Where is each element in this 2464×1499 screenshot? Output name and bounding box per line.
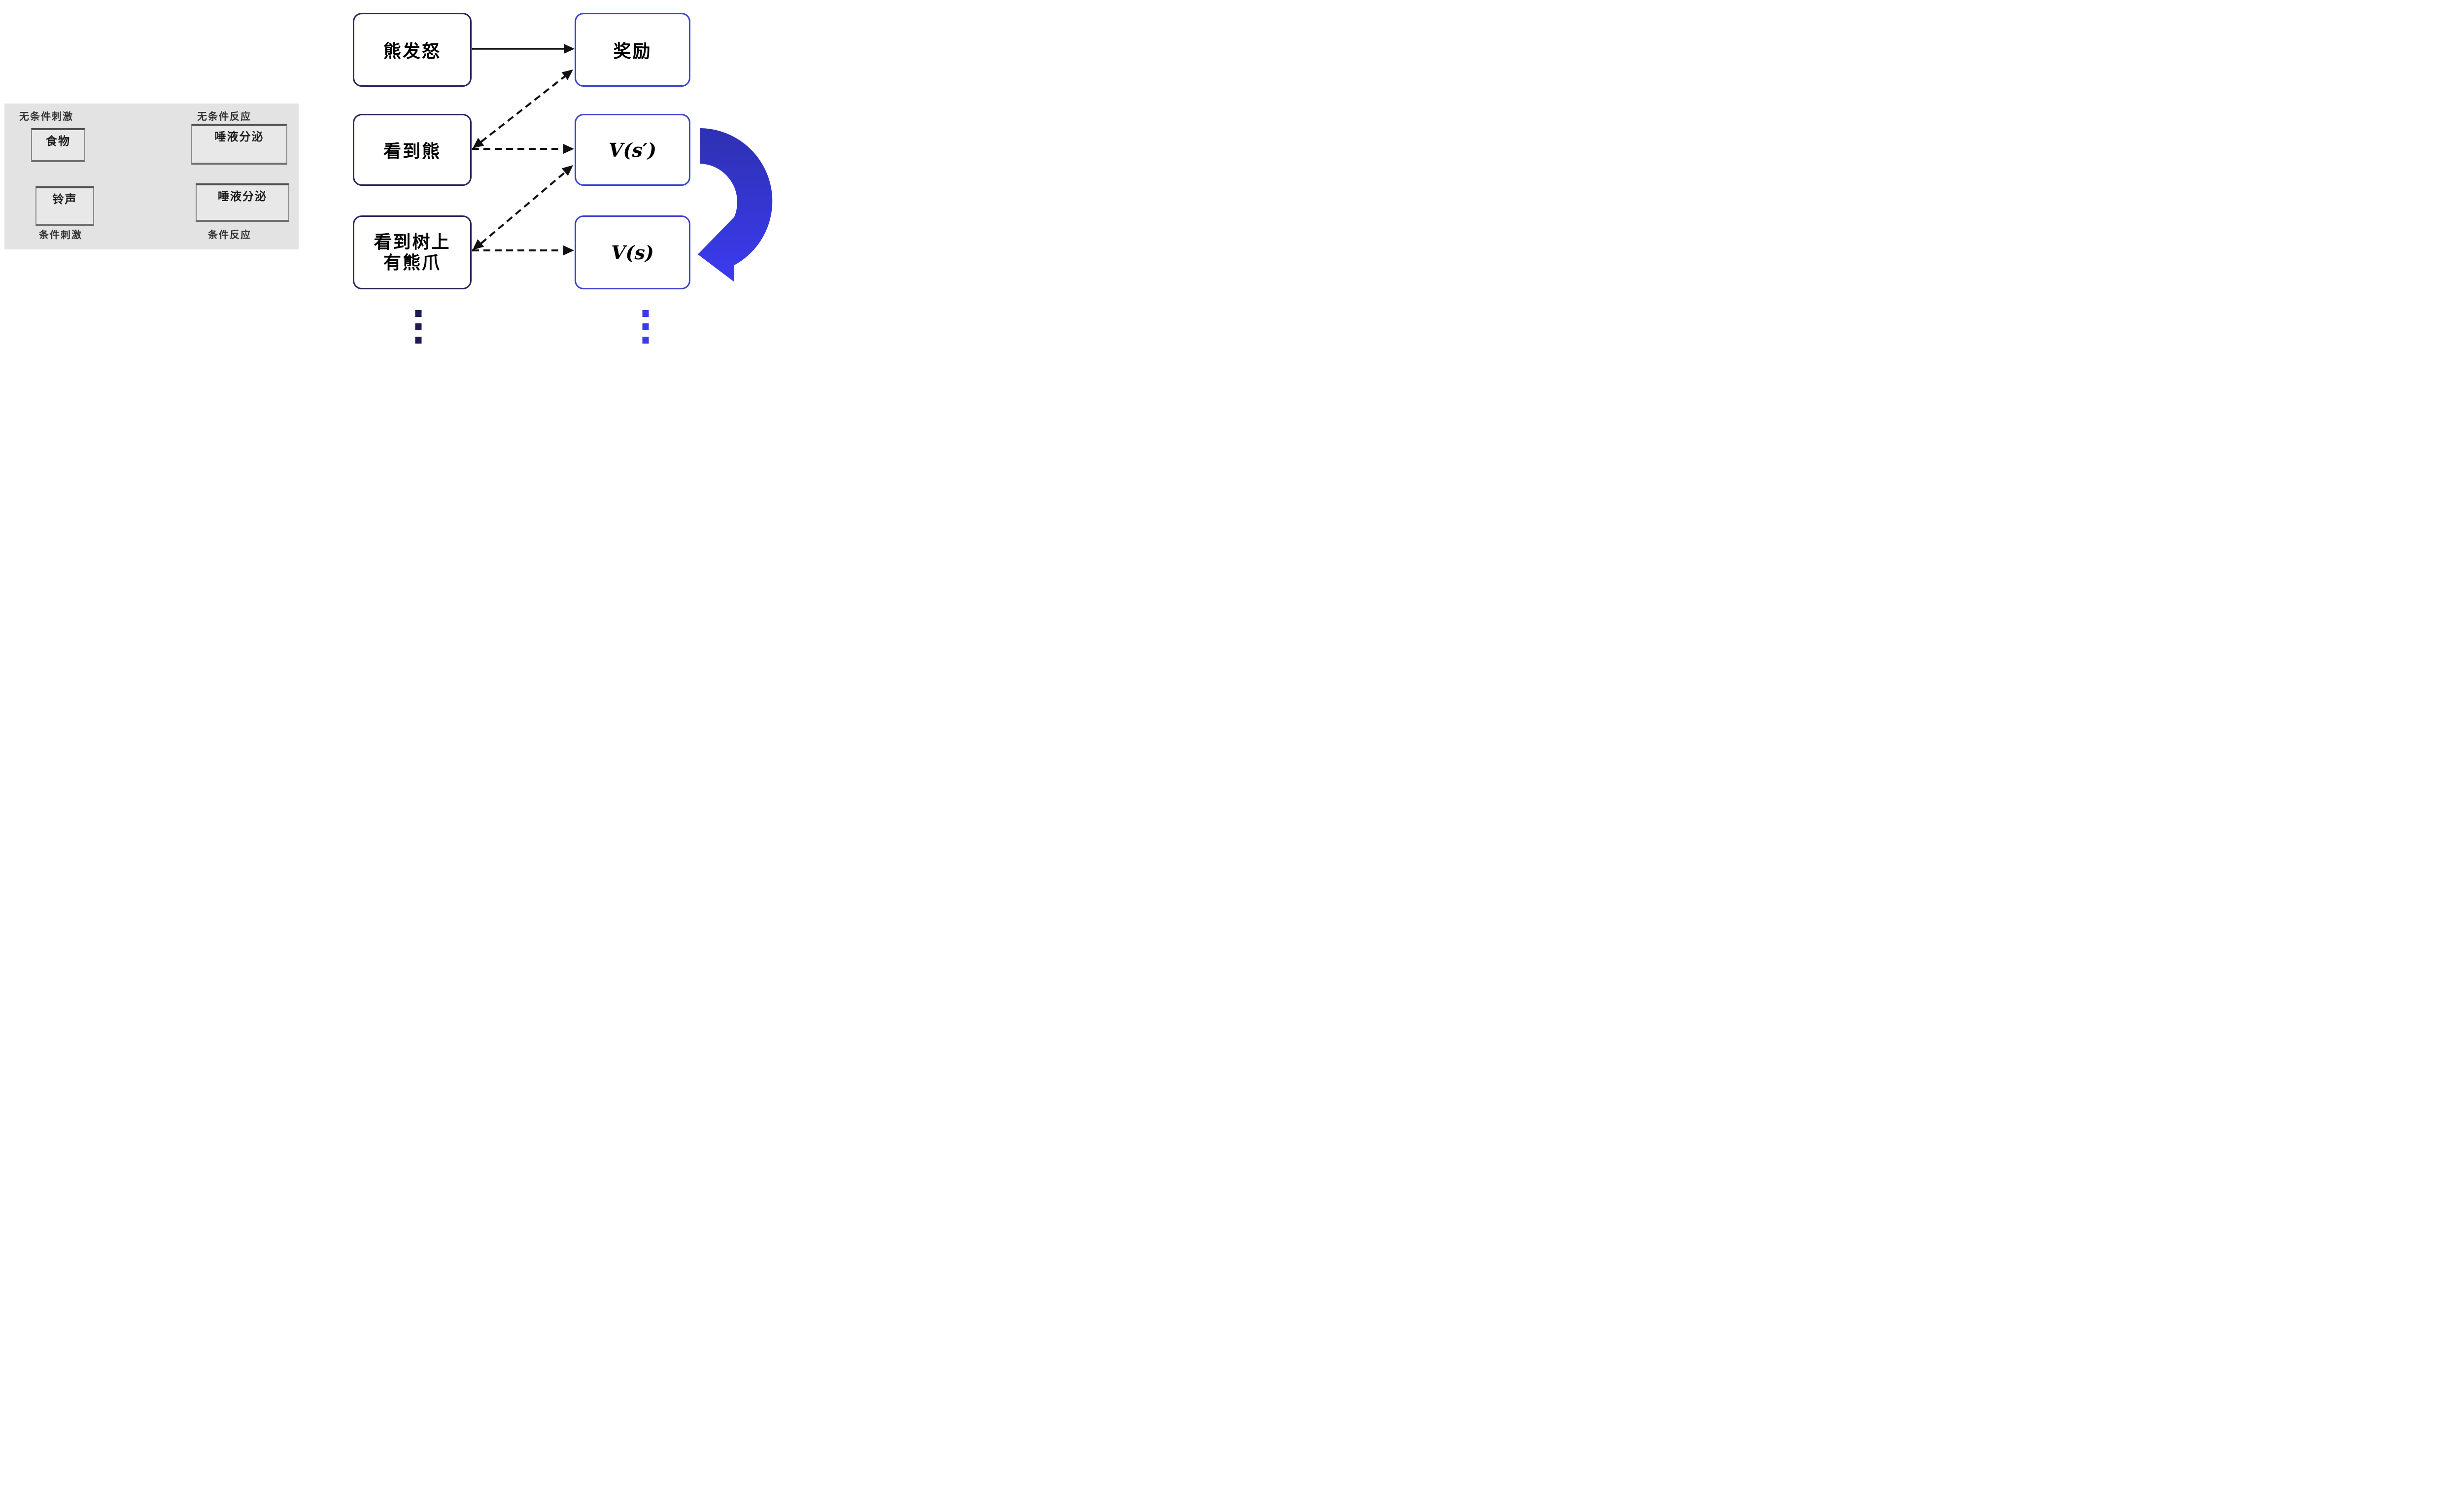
connectors-overlay (86, 44, 773, 344)
conditioned-response-label: 条件反应 (208, 230, 251, 241)
state-label-line1: 看到树上 (374, 232, 451, 252)
food-box: 食物 (31, 128, 85, 162)
unconditioned-response-label: 无条件反应 (197, 111, 251, 122)
state-box-bear-angry: 熊发怒 (353, 13, 472, 87)
value-box-next-state: V(s′) (575, 114, 690, 186)
state-label: 看到熊 (383, 141, 441, 161)
see-bear-reward-diagonal-dashed-arrow (473, 70, 573, 148)
state-label-line2: 有熊爪 (383, 252, 441, 273)
classical-conditioning-panel: 无条件刺激 无条件反应 食物 唾液分泌 铃声 唾液分泌 条件刺激 条件反应 (4, 104, 299, 249)
value-box-current-state: V(s) (575, 215, 690, 289)
value-box-reward: 奖励 (575, 13, 690, 87)
state-label: 熊发怒 (383, 41, 441, 61)
see-claw-vsprime-diagonal-dashed-arrow (473, 165, 573, 250)
bell-box: 铃声 (35, 186, 94, 226)
bear-angry-to-reward-solid-arrow (472, 44, 575, 54)
state-box-see-claw: 看到树上 有熊爪 (353, 215, 472, 289)
conditioned-stimulus-label: 条件刺激 (39, 230, 82, 241)
state-label: 看到树上 有熊爪 (374, 232, 450, 273)
salivation-bottom-box: 唾液分泌 (196, 183, 289, 222)
current-state-value-label: V(s) (611, 241, 654, 264)
salivation-top-box: 唾液分泌 (191, 124, 287, 165)
state-box-see-bear: 看到熊 (353, 114, 472, 186)
unconditioned-stimulus-label: 无条件刺激 (19, 111, 73, 122)
reward-label: 奖励 (613, 41, 652, 61)
bootstrap-ribbon-arrow (698, 128, 773, 282)
td-learning-figure: 无条件刺激 无条件反应 食物 唾液分泌 铃声 唾液分泌 条件刺激 条件反应 熊发… (0, 0, 773, 350)
see-claw-to-vs-dashed-arrow (472, 245, 574, 255)
see-bear-to-vsprime-dashed-arrow (472, 144, 574, 154)
next-state-value-label: V(s′) (609, 139, 656, 161)
